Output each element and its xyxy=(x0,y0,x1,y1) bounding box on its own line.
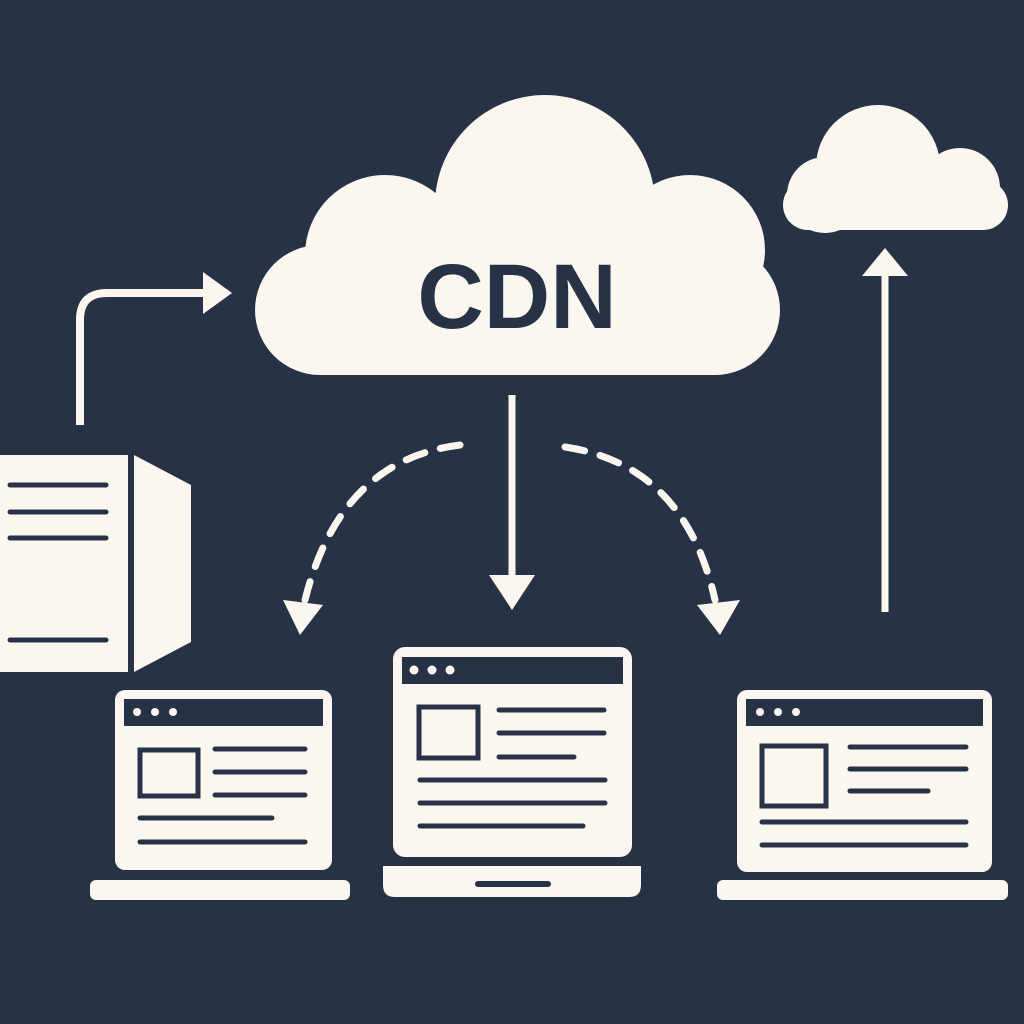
arrowhead-icon xyxy=(862,248,908,276)
dashed-arrow-left xyxy=(301,441,464,604)
server-icon xyxy=(0,455,191,672)
laptop-right-icon xyxy=(717,690,1008,900)
origin-cloud-icon xyxy=(783,105,1008,233)
cdn-label: CDN xyxy=(417,246,616,348)
laptop-left-icon xyxy=(90,690,350,900)
cdn-cloud: CDN xyxy=(255,95,780,375)
arrowhead-icon xyxy=(489,575,535,610)
arrowhead-icon xyxy=(203,272,232,314)
dashed-arrow-right xyxy=(561,443,719,604)
server-to-cdn-arrow xyxy=(76,289,210,425)
arrowhead-icon xyxy=(697,600,740,635)
laptop-middle-icon xyxy=(383,647,641,897)
arrowhead-icon xyxy=(283,600,323,635)
